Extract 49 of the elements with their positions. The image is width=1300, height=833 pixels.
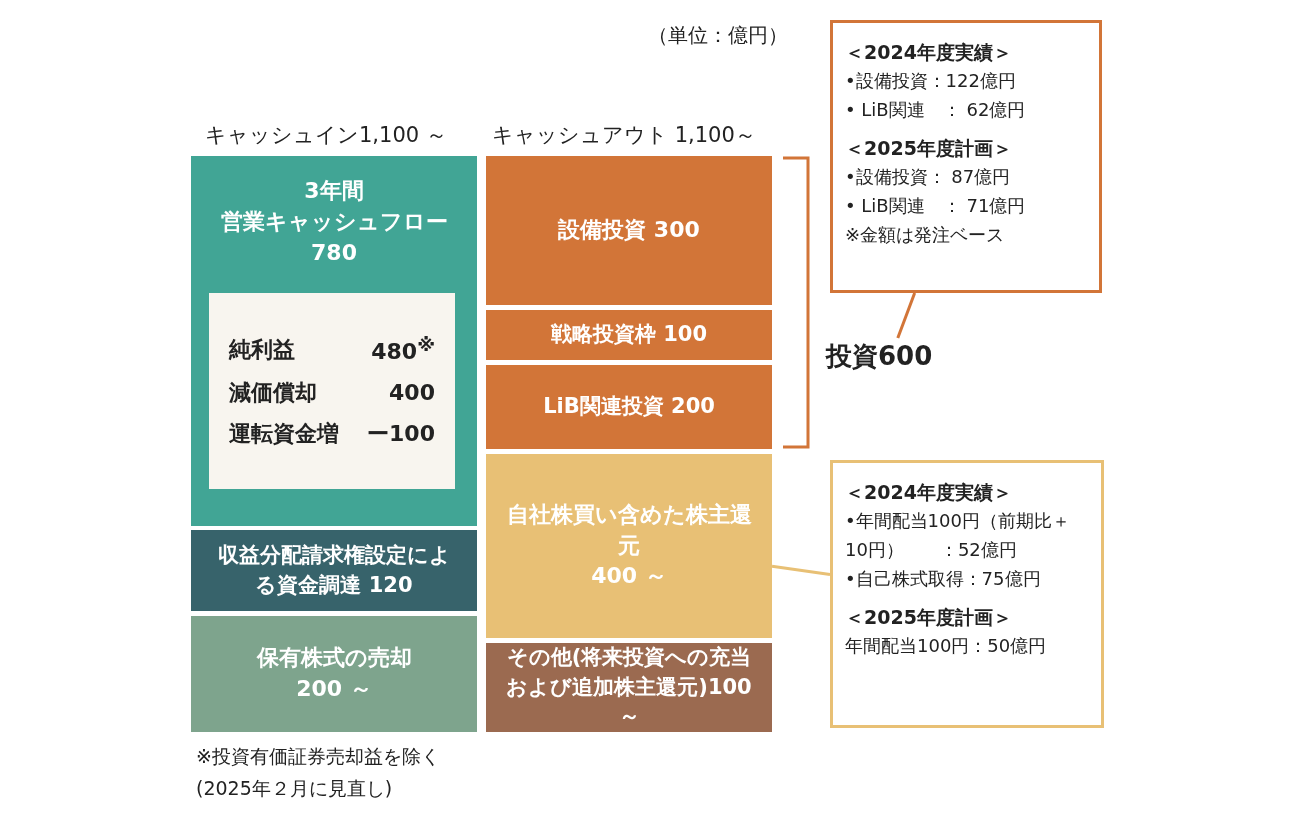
callout-text: ※金額は発注ベース (845, 222, 1005, 247)
total-text: 投資600 (826, 339, 933, 373)
callout-box (830, 460, 1104, 728)
footnote: ※投資有価証券売却益を除く (196, 744, 440, 769)
footnote: (2025年２月に見直し) (196, 776, 393, 801)
item-text: 運転資金増 (229, 420, 339, 449)
leader-line (771, 564, 831, 577)
allocation-box (486, 310, 772, 360)
cash-flow-box (191, 156, 477, 526)
callout-text: • LiB関連 ： 71億円 (845, 194, 1026, 219)
value-text: 480$^{※}$ (370, 333, 435, 367)
column-heading: キャッシュイン1,100 ～ (205, 122, 447, 149)
box-text: 設備投資 300 (558, 216, 700, 245)
allocation-box (191, 530, 477, 611)
box-text: その他(将来投資への充当および追加株主還元)100～ (505, 644, 753, 731)
allocation-box (486, 454, 772, 638)
column-heading: キャッシュアウト 1,100～ (492, 122, 756, 149)
allocation-box (486, 365, 772, 449)
allocation-box (486, 643, 772, 732)
box-text: 自社株買い含めた株主還元 (505, 500, 753, 560)
box-text: 3年間 (304, 177, 364, 205)
box-text: 戦略投資枠 100 (550, 321, 708, 349)
unit-note: （単位：億円） (648, 22, 788, 49)
leader-line (896, 292, 917, 339)
box-text: 780 (311, 238, 357, 267)
box-text: LiB関連投資 200 (543, 393, 715, 421)
callout-box (830, 20, 1102, 293)
value-text: 400 (388, 379, 435, 408)
box-text: 400 ～ (591, 562, 667, 591)
allocation-box (191, 616, 477, 732)
box-text: 保有株式の売却 (256, 644, 412, 673)
callout-heading: ＜2025年度計画＞ (845, 604, 1012, 630)
breakdown-panel (209, 293, 455, 489)
allocation-box (486, 156, 772, 305)
callout-heading: ＜2024年度実績＞ (845, 40, 1012, 65)
callout-text: • LiB関連 ： 62億円 (845, 98, 1026, 123)
item-text: 減価償却 (229, 379, 318, 408)
value-text: ー100 (367, 420, 435, 449)
box-text: 営業キャッシュフロー (220, 207, 448, 236)
box-text: 200 ～ (296, 675, 372, 703)
callout-text: 年間配当100円：50億円 (845, 634, 1047, 659)
callout-text: •設備投資：122億円 (845, 69, 1016, 94)
callout-text: •年間配当100円（前期比＋10円） ：52億円 (845, 509, 1071, 563)
callout-heading: ＜2024年度実績＞ (845, 480, 1012, 505)
callout-heading: ＜2025年度計画＞ (845, 136, 1012, 161)
callout-text: •自己株式取得：75億円 (845, 567, 1041, 591)
callout-text: •設備投資： 87億円 (845, 165, 1011, 190)
item-text: 純利益 (229, 335, 296, 364)
box-text: 収益分配請求権設定による資金調達 120 (216, 542, 452, 599)
